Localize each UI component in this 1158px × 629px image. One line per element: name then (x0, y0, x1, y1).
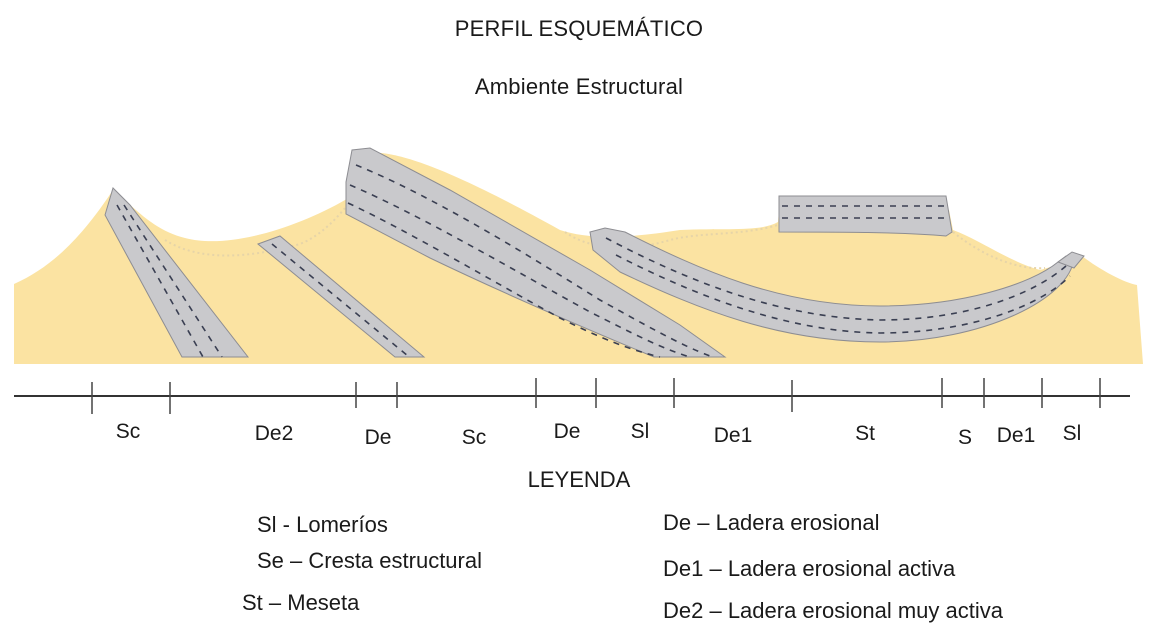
segment-ticks (91, 378, 1101, 414)
diagram-subtitle: Ambiente Estructural (474, 74, 684, 99)
segment-label-sl-2: Sl (1062, 422, 1082, 445)
segment-label-de2: De2 (254, 422, 294, 445)
legend-item-st: St – Meseta (242, 590, 360, 615)
segment-label-sc-1: Sc (115, 420, 141, 443)
legend-title: LEYENDA (527, 467, 631, 492)
legend-item-de1: De1 – Ladera erosional activa (663, 556, 956, 581)
rock-layer-de2 (257, 235, 426, 358)
segment-label-s: S (957, 426, 973, 449)
rock-layer-syncline-tip (1056, 251, 1085, 269)
rock-layer-crest (345, 147, 727, 358)
legend-item-se: Se – Cresta estructural (257, 548, 482, 573)
segment-label-sl-1: Sl (630, 420, 650, 443)
segment-label-de-2: De (553, 420, 581, 443)
segment-label-sc-2: Sc (461, 426, 487, 449)
rock-layer-left (104, 187, 250, 358)
segment-label-de1-1: De1 (713, 424, 753, 447)
legend-item-sl: Sl - Lomeríos (257, 512, 388, 537)
diagram-title: PERFIL ESQUEMÁTICO (454, 16, 704, 41)
legend-item-de2: De2 – Ladera erosional muy activa (663, 598, 1003, 623)
segment-label-de-1: De (364, 426, 392, 449)
legend-item-de: De – Ladera erosional (663, 510, 880, 535)
segment-label-de1-2: De1 (996, 424, 1036, 447)
rock-layer-mesa (778, 195, 953, 237)
segment-label-st: St (855, 422, 875, 445)
